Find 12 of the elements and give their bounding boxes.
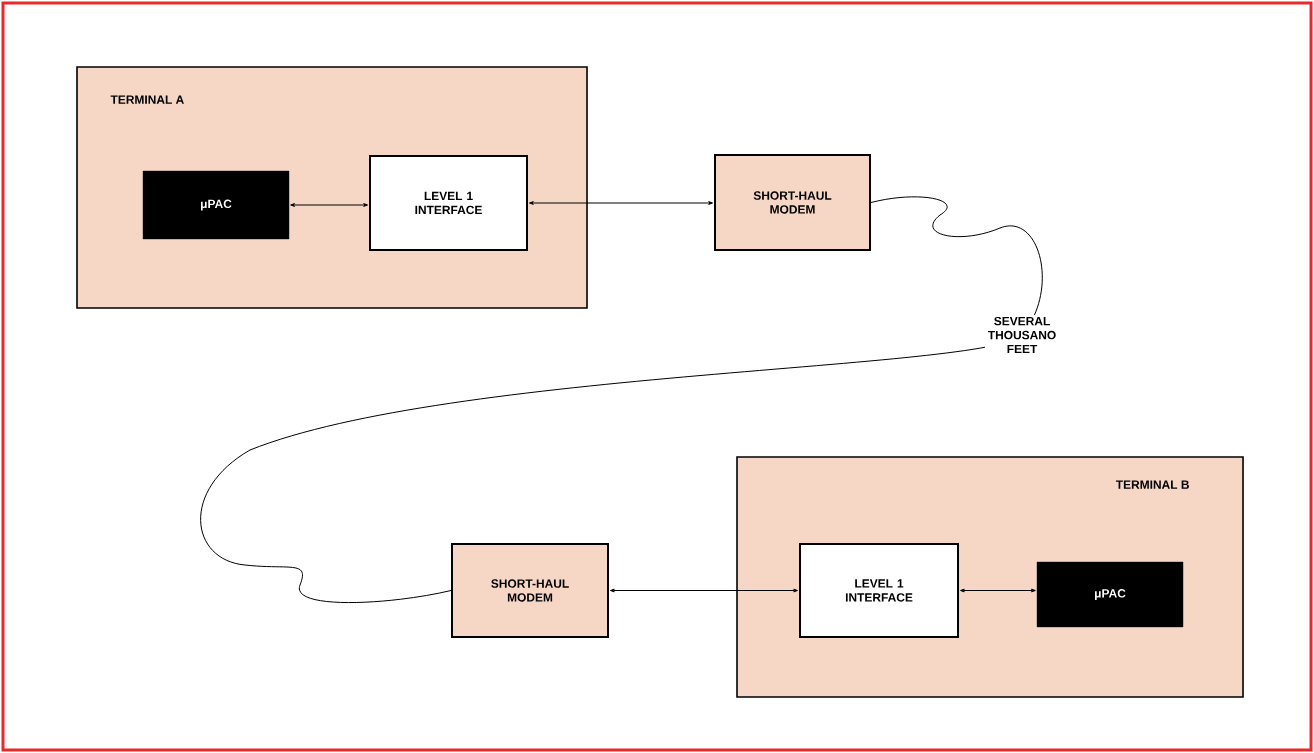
- double-arrow: [960, 588, 1036, 593]
- double-arrow: [610, 588, 799, 593]
- double-arrow: [529, 201, 714, 205]
- processor-box: μPAC: [1036, 561, 1184, 628]
- interface-box: LEVEL 1 INTERFACE: [369, 155, 528, 251]
- interface-box: LEVEL 1 INTERFACE: [799, 543, 959, 638]
- modem-box: SHORT-HAUL MODEM: [714, 154, 871, 251]
- modem-box: SHORT-HAUL MODEM: [451, 543, 609, 638]
- cable-line: [200, 196, 1043, 604]
- edge-label: SEVERAL THOUSANO FEET: [985, 314, 1059, 356]
- double-arrow: [290, 203, 369, 207]
- processor-box: μPAC: [142, 170, 290, 240]
